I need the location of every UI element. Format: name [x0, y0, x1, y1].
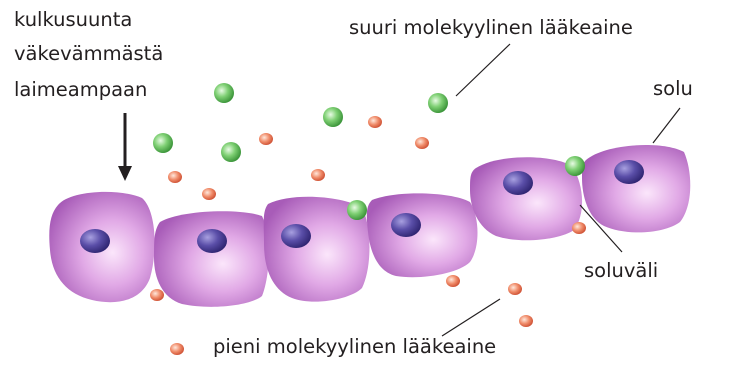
- large-molecule: [428, 93, 448, 113]
- large-molecule: [347, 200, 367, 220]
- flow-direction-arrow-icon: [118, 113, 132, 181]
- cell-4: [367, 193, 478, 277]
- small-molecule: [572, 222, 586, 234]
- small-molecule: [415, 137, 429, 149]
- small-molecule: [368, 116, 382, 128]
- large-molecule: [323, 107, 343, 127]
- nucleus-3: [281, 224, 311, 248]
- small-molecule: [519, 315, 533, 327]
- intercellular-space-label: soluväli: [584, 261, 658, 281]
- small-molecule: [168, 171, 182, 183]
- cell-2: [154, 211, 269, 307]
- cell-5: [470, 157, 582, 240]
- cell-label: solu: [653, 79, 693, 99]
- flow-direction-label-line-3: laimeampaan: [14, 80, 147, 100]
- large-drug-label: suuri molekyylinen lääkeaine: [349, 18, 633, 38]
- small-molecule: [311, 169, 325, 181]
- nucleus-5: [503, 171, 533, 195]
- flow-direction-label-line-1: kulkusuunta: [14, 10, 132, 30]
- cell-leader-line: [653, 108, 680, 143]
- large-molecule: [221, 142, 241, 162]
- small-drug-label: pieni molekyylinen lääkeaine: [213, 337, 496, 357]
- small-molecule: [170, 343, 184, 355]
- large-drug-leader-line: [456, 44, 510, 96]
- cell-layer: [49, 145, 690, 307]
- flow-direction-label-line-2: väkevämmästä: [14, 44, 163, 64]
- large-molecule: [214, 83, 234, 103]
- nucleus-2: [197, 229, 227, 253]
- small-molecule: [508, 283, 522, 295]
- cell-6: [582, 145, 690, 232]
- large-molecule: [565, 156, 585, 176]
- large-molecule: [153, 133, 173, 153]
- small-molecule: [259, 133, 273, 145]
- small-drug-leader-line: [442, 299, 500, 336]
- nucleus-4: [391, 213, 421, 237]
- small-molecule: [202, 188, 216, 200]
- small-molecule: [150, 289, 164, 301]
- small-molecule: [446, 275, 460, 287]
- nucleus-6: [614, 160, 644, 184]
- nucleus-1: [80, 229, 110, 253]
